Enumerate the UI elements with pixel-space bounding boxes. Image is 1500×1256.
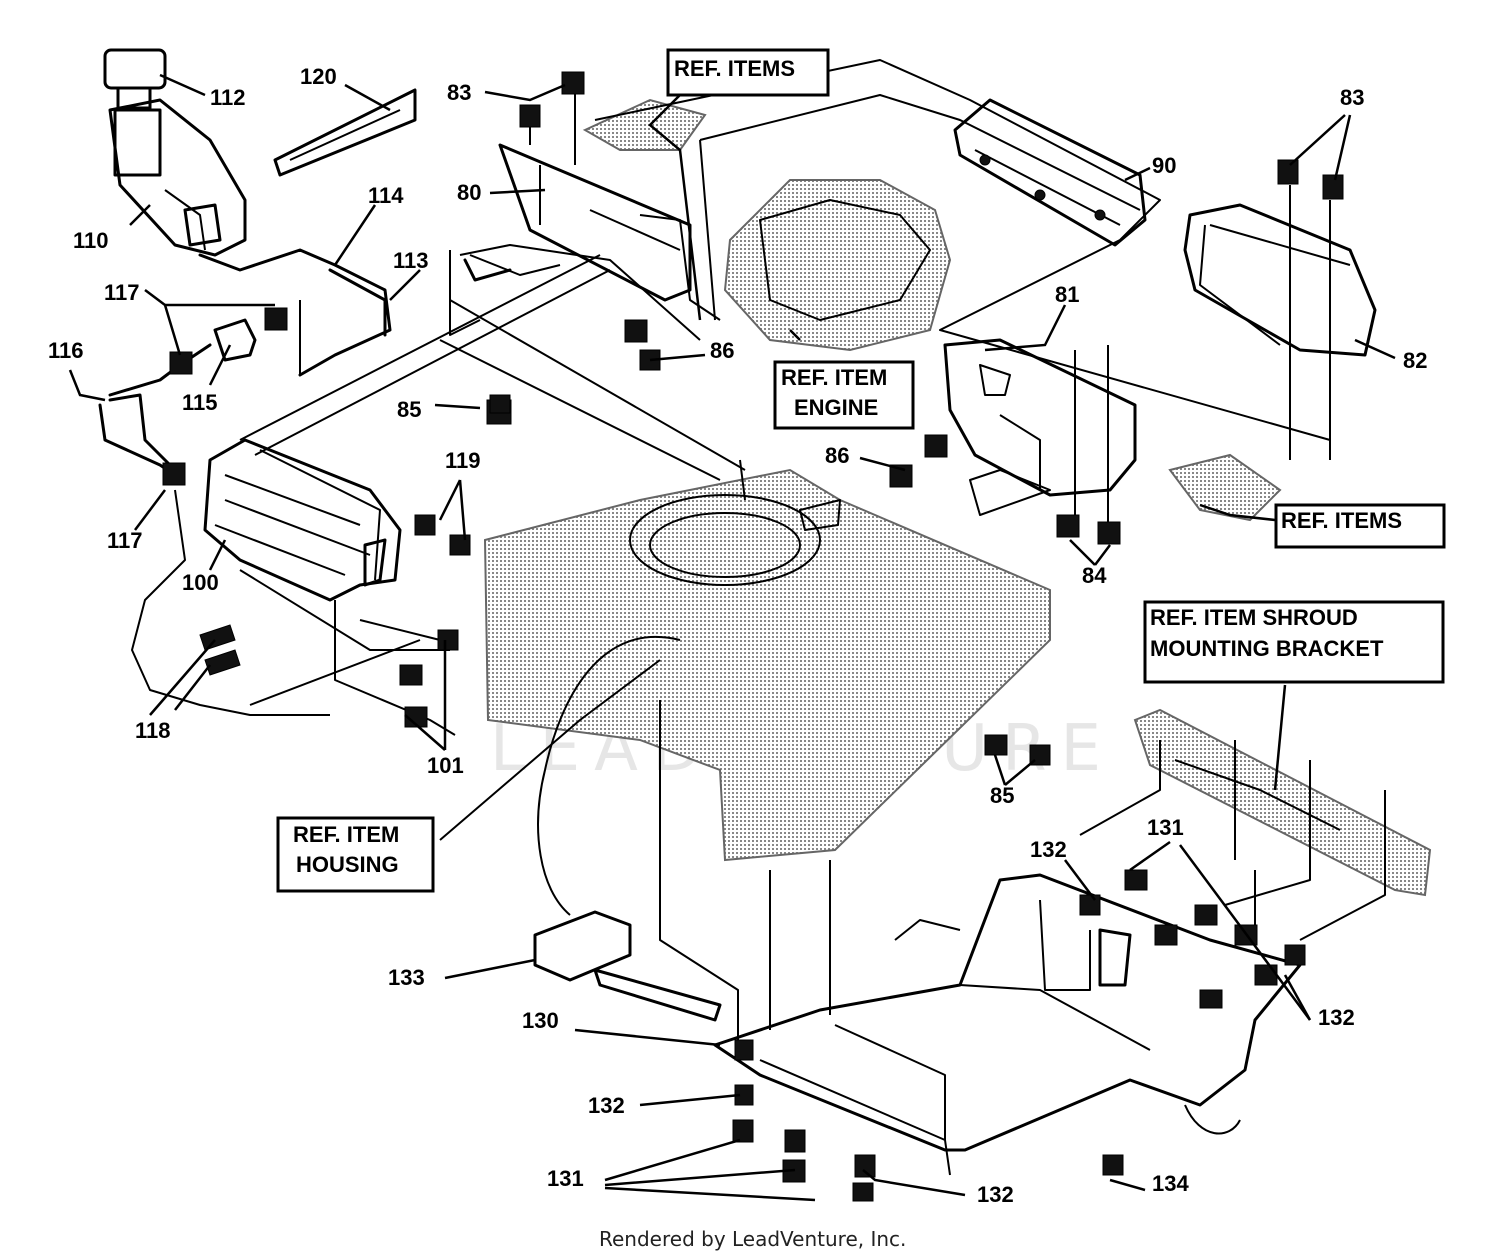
part-82-plate <box>1183 203 1377 357</box>
part-133-block <box>533 910 722 1022</box>
callout-131-left: 131 <box>547 1166 584 1191</box>
ref-box-engine-line1: REF. ITEM <box>781 365 887 390</box>
ref-box-shroud-line2: MOUNTING BRACKET <box>1150 636 1384 661</box>
part-101-linkage <box>239 569 456 736</box>
callout-117-bottom: 117 <box>107 528 143 553</box>
ref-box-items-top-text: REF. ITEMS <box>674 56 795 81</box>
callout-134: 134 <box>1152 1171 1189 1196</box>
ref-box-items-top: REF. ITEMS <box>666 48 830 97</box>
part-120-strip <box>273 88 417 177</box>
frame-outline <box>594 59 1331 460</box>
ref-box-housing: REF. ITEM HOUSING <box>276 816 435 893</box>
callout-119: 119 <box>445 448 481 473</box>
callout-132-right: 132 <box>1318 1005 1355 1030</box>
callout-83-right: 83 <box>1340 85 1364 110</box>
callout-100: 100 <box>182 570 219 595</box>
callout-83-left: 83 <box>447 80 471 105</box>
callout-80: 80 <box>457 180 481 205</box>
callout-86-top: 86 <box>710 338 734 363</box>
callout-85-top: 85 <box>397 397 421 422</box>
part-90-bracket <box>953 98 1147 247</box>
ref-box-shroud-bracket: REF. ITEM SHROUD MOUNTING BRACKET <box>1143 600 1445 684</box>
callout-132-left: 132 <box>588 1093 625 1118</box>
ref-box-engine: REF. ITEM ENGINE <box>773 360 915 430</box>
part-110-tank <box>108 98 247 257</box>
callout-133: 133 <box>388 965 425 990</box>
part-81-guard <box>943 338 1137 516</box>
housing-ghost <box>483 468 1051 862</box>
callout-90: 90 <box>1152 153 1176 178</box>
shroud-bracket-ghost <box>1133 708 1432 897</box>
callout-116: 116 <box>48 338 84 363</box>
callout-117-top: 117 <box>104 280 140 305</box>
ref-items-ghost-top <box>582 98 707 151</box>
ref-box-shroud-line1: REF. ITEM SHROUD <box>1150 605 1358 630</box>
callout-81: 81 <box>1055 282 1079 307</box>
ref-box-items-right: REF. ITEMS <box>1274 503 1446 549</box>
callout-numbers: 112 120 83 83 110 114 80 90 113 117 116 … <box>48 64 1427 1207</box>
callout-132-upper: 132 <box>1030 837 1067 862</box>
ref-box-items-right-text: REF. ITEMS <box>1281 508 1402 533</box>
part-100-panel <box>203 438 402 602</box>
callout-118: 118 <box>135 718 171 743</box>
part-113-114-line <box>198 248 392 377</box>
leader-lines <box>68 73 1396 1202</box>
callout-82: 82 <box>1403 348 1427 373</box>
guide-posts <box>529 85 1386 1040</box>
ref-items-ghost-right <box>1168 453 1282 522</box>
rod-assembly <box>239 244 746 501</box>
callout-131-right: 131 <box>1147 815 1184 840</box>
callout-130: 130 <box>522 1008 559 1033</box>
base-pan <box>713 873 1302 1176</box>
callout-84: 84 <box>1082 563 1107 588</box>
part-118-hose <box>131 489 421 716</box>
callout-101: 101 <box>427 753 464 778</box>
callout-113: 113 <box>393 248 429 273</box>
callout-85-bottom: 85 <box>990 783 1014 808</box>
callout-112: 112 <box>210 85 246 110</box>
part-112-cap <box>103 48 167 110</box>
part-115-filter <box>98 307 288 486</box>
footer-credit: Rendered by LeadVenture, Inc. <box>599 1227 906 1251</box>
engine-ghost <box>723 179 952 352</box>
housing-leader-loop <box>439 635 681 916</box>
ref-box-engine-line2: ENGINE <box>794 395 878 420</box>
callout-120: 120 <box>300 64 337 89</box>
callout-86-mid: 86 <box>825 443 849 468</box>
callout-110: 110 <box>73 228 109 253</box>
part-80-rail <box>498 143 692 302</box>
callout-132-bottom: 132 <box>977 1182 1014 1207</box>
ref-box-housing-line2: HOUSING <box>296 852 399 877</box>
callout-115: 115 <box>182 390 218 415</box>
callout-114: 114 <box>368 183 404 208</box>
ref-box-housing-line1: REF. ITEM <box>293 822 399 847</box>
